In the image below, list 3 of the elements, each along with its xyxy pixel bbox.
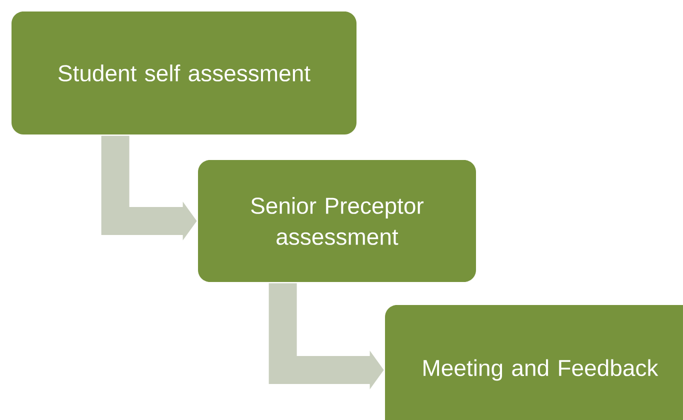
process-box: Student self assessment	[12, 12, 356, 134]
process-box: Senior Preceptor assessment	[198, 160, 476, 282]
process-box: Meeting and Feedback	[385, 305, 683, 420]
